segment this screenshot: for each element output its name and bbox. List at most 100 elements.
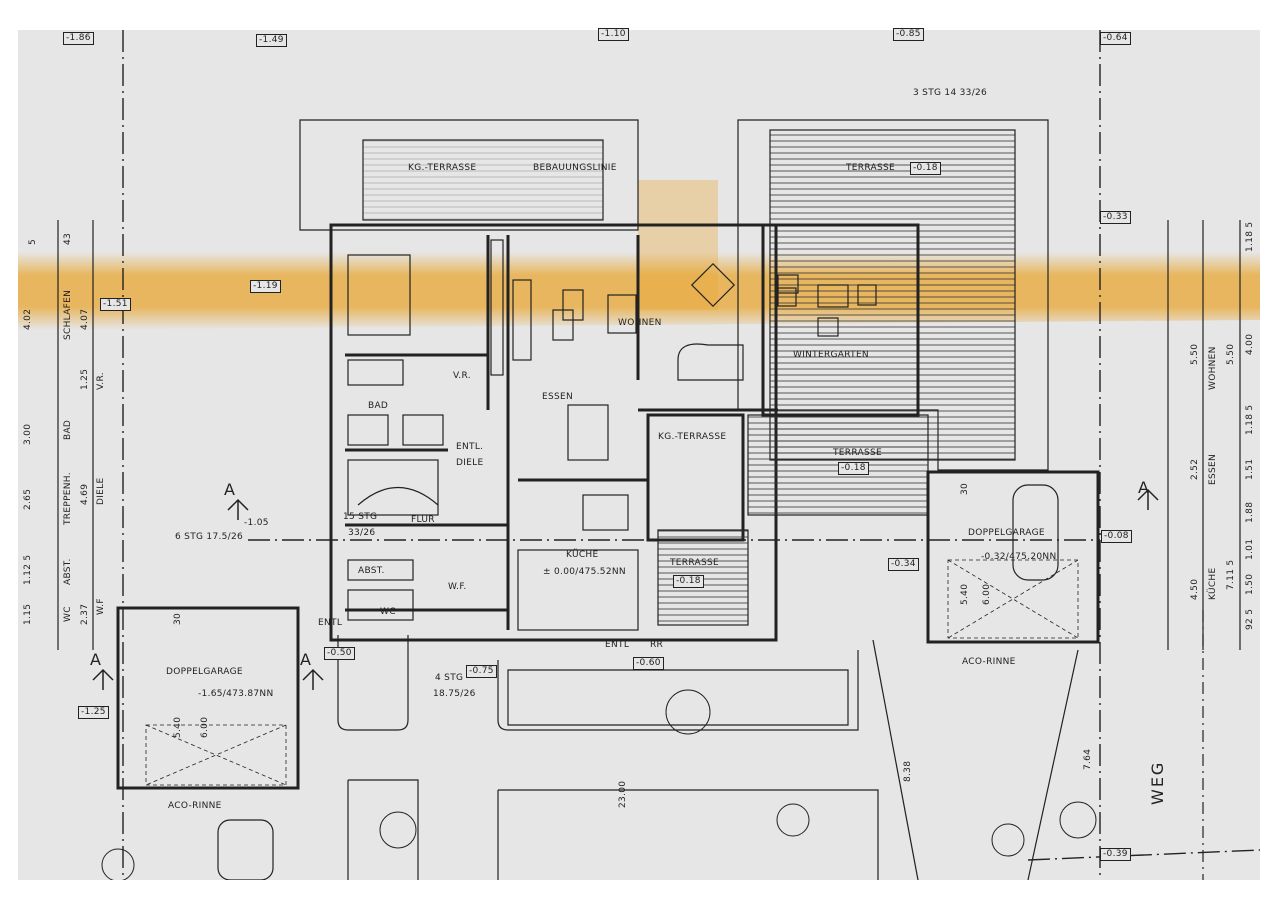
level-label: -0.33 xyxy=(1100,211,1131,224)
garage-west-level: -1.65/473.87NN xyxy=(198,689,274,699)
dimension: 4.07 xyxy=(80,308,90,330)
room-label-terrasse-south: TERRASSE xyxy=(670,558,719,568)
label-entl: ENTL xyxy=(318,618,343,628)
level-label: -1.25 xyxy=(78,706,109,719)
level-label: -0.18 xyxy=(838,462,869,475)
level-label: -0.18 xyxy=(673,575,704,588)
room-label-diele: DIELE xyxy=(456,458,484,468)
room-label-abst: ABST. xyxy=(358,566,385,576)
stair-label: 3 STG 14 33/26 xyxy=(913,88,988,98)
dimension: 8.38 xyxy=(903,760,913,782)
dimension-room: BAD xyxy=(63,419,73,440)
room-label-wc: WC xyxy=(380,607,396,617)
dimension: 30 xyxy=(960,482,970,495)
dimension: 4.02 xyxy=(23,308,33,330)
aco-rinne-label: ACO-RINNE xyxy=(962,657,1016,667)
dimension-room: KÜCHE xyxy=(1208,567,1218,601)
dimension: 30 xyxy=(173,612,183,625)
dimension: 5.40 xyxy=(960,583,970,605)
stair-label: 4 STG xyxy=(435,673,464,683)
level-label: -1.86 xyxy=(63,32,94,45)
dimension: 92 5 xyxy=(1245,608,1255,630)
level-label: -0.64 xyxy=(1100,32,1131,45)
dimension-room: ESSEN xyxy=(1208,453,1218,485)
dimension: 2.52 xyxy=(1190,458,1200,480)
room-label-terrasse: TERRASSE xyxy=(846,163,895,173)
dimension: 6.00 xyxy=(200,716,210,738)
dimension: 4.50 xyxy=(1190,578,1200,600)
label-rr: RR xyxy=(650,640,664,650)
room-label-wf: W.F. xyxy=(448,582,467,592)
section-marker: A xyxy=(224,480,237,499)
dimension: 1.88 xyxy=(1245,501,1255,523)
dimension: 1.18 5 xyxy=(1245,404,1255,435)
dimension: 1.15 xyxy=(23,603,33,625)
dimension: 1.12 5 xyxy=(23,554,33,585)
level-label: -0.18 xyxy=(910,162,941,175)
dimension: 2.65 xyxy=(23,488,33,510)
garage-west-title: DOPPELGARAGE xyxy=(166,667,243,677)
stair-ratio: 33/26 xyxy=(348,528,376,538)
level-label: -1.49 xyxy=(256,34,287,47)
dimension: 6.00 xyxy=(982,583,992,605)
dimension: 5.50 xyxy=(1190,343,1200,365)
room-label-bad: BAD xyxy=(368,401,389,411)
room-label-kg-terrasse-mid: KG.-TERRASSE xyxy=(658,432,727,442)
dimension: 4.00 xyxy=(1245,333,1255,355)
level-label: -0.60 xyxy=(633,657,664,670)
aco-rinne-label: ACO-RINNE xyxy=(168,801,222,811)
dimension: 1.18 5 xyxy=(1245,221,1255,252)
level-label: -0.85 xyxy=(893,28,924,41)
level-label: -1.19 xyxy=(250,280,281,293)
floor-plan-drawing xyxy=(18,30,1260,880)
room-label-kg-terrasse: KG.-TERRASSE xyxy=(408,163,477,173)
level-label: -0.75 xyxy=(466,665,497,678)
section-marker: A xyxy=(1138,478,1151,497)
dimension: 1.01 xyxy=(1245,538,1255,560)
dimension: 43 xyxy=(63,232,73,245)
dimension-room: SCHLAFEN xyxy=(63,289,73,340)
dimension: 1.25 xyxy=(80,368,90,390)
room-label-kueche: KÜCHE xyxy=(566,550,599,560)
level-label: -0.39 xyxy=(1100,848,1131,861)
dimension-room: V.R. xyxy=(96,372,106,390)
level-label: -1.05 xyxy=(244,518,269,528)
dimension-room: WC xyxy=(63,606,73,622)
section-marker: A xyxy=(300,650,313,669)
level-label: ± 0.00/475.52NN xyxy=(543,567,626,577)
floor-plan-sheet: -1.86 -1.49 -1.10 -0.85 -0.64 KG.-TERRAS… xyxy=(18,28,1260,880)
room-label-bebauungslinie: BEBAUUNGSLINIE xyxy=(533,163,617,173)
dimension: 5 xyxy=(28,238,38,245)
dimension-room: WOHNEN xyxy=(1208,346,1218,390)
room-label-vr: V.R. xyxy=(453,371,471,381)
stair-label: 15 STG xyxy=(343,512,378,522)
level-label: -1.10 xyxy=(598,28,629,41)
dimension: 4.69 xyxy=(80,483,90,505)
dimension-room: ABST. xyxy=(63,558,73,585)
dimension: 23.00 xyxy=(618,780,628,808)
level-label: -1.51 xyxy=(100,298,131,311)
room-label-wintergarten: WINTERGARTEN xyxy=(793,350,869,360)
dimension: 5.50 xyxy=(1226,343,1236,365)
weg-label: WEG xyxy=(1148,760,1167,805)
dimension: 7.11 5 xyxy=(1226,559,1236,590)
level-label: -0.08 xyxy=(1101,530,1132,543)
section-marker: A xyxy=(90,650,103,669)
label-entl: ENTL. xyxy=(456,442,484,452)
garage-east-title: DOPPELGARAGE xyxy=(968,528,1045,538)
stair-ratio: 18.75/26 xyxy=(433,689,476,699)
dimension: 3.00 xyxy=(23,423,33,445)
stair-label: 6 STG 17.5/26 xyxy=(175,532,244,542)
tree-icons xyxy=(101,689,1097,880)
room-label-terrasse-east: TERRASSE xyxy=(833,448,882,458)
level-label: -0.50 xyxy=(324,647,355,660)
room-label-essen: ESSEN xyxy=(542,392,574,402)
dimension-room: W.F xyxy=(96,598,106,615)
dimension-room: TREPPENH. xyxy=(63,472,73,525)
dimension: 2.37 xyxy=(80,603,90,625)
room-label-wohnen: WOHNEN xyxy=(618,318,662,328)
section-arrows xyxy=(92,488,1159,690)
dimension-room: DIELE xyxy=(96,477,106,505)
garage-east-level: -0.32/475.20NN xyxy=(981,552,1057,562)
level-label: -0.34 xyxy=(888,558,919,571)
